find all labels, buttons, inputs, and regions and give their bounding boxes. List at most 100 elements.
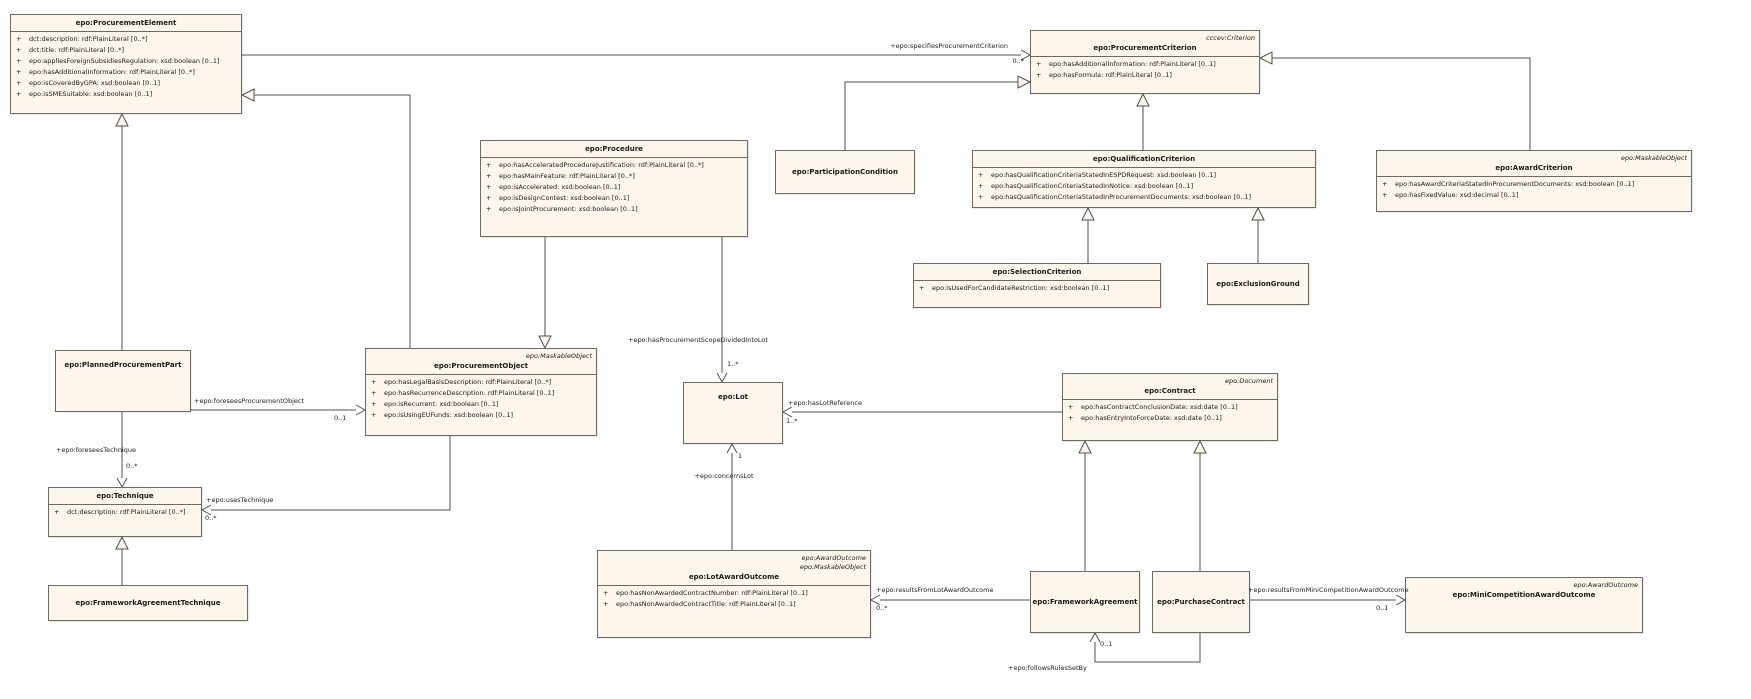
generalization-triangle-icon: [1193, 439, 1207, 454]
class-title: epo:FrameworkAgreement: [1032, 597, 1138, 606]
association-arrow-icon: [716, 372, 728, 384]
class-title: epo:FrameworkAgreementTechnique: [75, 598, 221, 607]
edge-label-foreseesTechnique: +epo:foreseesTechnique: [56, 446, 137, 454]
class-procurement-object[interactable]: epo:MaskableObject epo:ProcurementObject…: [365, 348, 597, 436]
association-arrow-icon: [200, 504, 212, 516]
generalization-line-procurementObject: [254, 94, 411, 348]
class-award-criterion[interactable]: epo:MaskableObject epo:AwardCriterion +e…: [1376, 150, 1692, 212]
class-technique[interactable]: epo:Technique +dct:description: rdf:Plai…: [48, 487, 202, 537]
class-stereotype: epo:AwardOutcome: [801, 554, 866, 562]
class-title: epo:ProcurementElement: [75, 19, 177, 27]
class-selection-criterion[interactable]: epo:SelectionCriterion +epo:isUsedForCan…: [913, 263, 1161, 308]
class-attribute: +epo:hasAcceleratedProcedureJustificatio…: [486, 161, 704, 169]
class-attribute: +epo:isUsingEUFunds: xsd:boolean [0..1]: [371, 411, 514, 419]
class-stereotype: epo:MaskableObject: [799, 563, 866, 571]
class-procedure[interactable]: epo:Procedure +epo:hasAcceleratedProcedu…: [480, 140, 748, 237]
class-attribute: +epo:isSMESuitable: xsd:boolean [0..1]: [16, 90, 153, 98]
association-arrow-icon: [116, 477, 128, 489]
edge-label-followsRulesSetBy: +epo:followsRulesSetBy: [1008, 664, 1087, 672]
class-stereotype: epo:MaskableObject: [1620, 154, 1687, 162]
class-title: epo:PurchaseContract: [1157, 597, 1245, 606]
association-arrow-icon: [781, 406, 793, 418]
association-arrow-icon: [1089, 631, 1101, 643]
multiplicity-label: 0..*: [126, 462, 138, 470]
class-lot[interactable]: epo:Lot: [683, 382, 783, 444]
multiplicity-label: 0..1: [1376, 604, 1389, 612]
class-title: epo:QualificationCriterion: [1092, 155, 1196, 163]
edge-label-concernsLot: +epo:concernsLot: [694, 472, 754, 480]
class-stereotype: epo:Document: [1225, 377, 1273, 385]
generalization-triangle-icon: [1081, 206, 1095, 221]
class-title: epo:AwardCriterion: [1495, 164, 1573, 172]
class-mini-competition-award-outcome[interactable]: epo:AwardOutcome epo:MiniCompetitionAwar…: [1405, 577, 1643, 633]
class-attribute: +epo:isJointProcurement: xsd:boolean [0.…: [486, 205, 638, 213]
class-attribute: +epo:isAccelerated: xsd:boolean [0..1]: [486, 183, 621, 191]
association-arrow-icon: [726, 442, 738, 454]
class-title: epo:ExclusionGround: [1216, 279, 1300, 288]
generalization-triangle-icon: [1017, 75, 1032, 89]
class-title: epo:PlannedProcurementPart: [64, 361, 182, 369]
class-attribute: +epo:isCoveredByGPA: xsd:boolean [0..1]: [16, 79, 161, 87]
class-attribute: +epo:hasAdditionalInformation: rdf:Plain…: [1036, 60, 1216, 68]
class-attribute: +dct:title: rdf:PlainLiteral [0..*]: [16, 46, 125, 54]
association-line-usesTechnique: [211, 436, 451, 511]
multiplicity-label: 0..*: [205, 514, 217, 522]
multiplicity-label: 1..*: [727, 360, 739, 368]
class-title: epo:Contract: [1144, 387, 1196, 395]
edge-label-usesTechnique: +epo:usesTechnique: [206, 496, 274, 504]
class-attribute: +epo:hasNonAwardedContractTitle: rdf:Pla…: [603, 600, 796, 608]
class-planned-procurement-part[interactable]: epo:PlannedProcurementPart: [55, 350, 191, 412]
class-attribute: +epo:hasQualificationCriteriaStatedInPro…: [978, 193, 1252, 201]
class-exclusion-ground[interactable]: epo:ExclusionGround: [1207, 263, 1309, 305]
class-attribute: +dct:description: rdf:PlainLiteral [0..*…: [16, 35, 148, 43]
class-attribute: +epo:appliesForeignSubsidiesRegulation: …: [16, 57, 220, 65]
class-contract[interactable]: epo:Document epo:Contract +epo:hasContra…: [1062, 373, 1278, 441]
edge-label-hasLotReference: +epo:hasLotReference: [788, 399, 862, 407]
class-procurement-criterion[interactable]: cccev:Criterion epo:ProcurementCriterion…: [1030, 30, 1260, 94]
association-arrow-icon: [1395, 594, 1407, 606]
class-attribute: +epo:isDesignContest: xsd:boolean [0..1]: [486, 194, 630, 202]
edge-label-foreseesProcurementObject: +epo:foreseesProcurementObject: [194, 397, 305, 405]
class-qualification-criterion[interactable]: epo:QualificationCriterion +epo:hasQuali…: [972, 150, 1316, 208]
generalization-line-awardCriterion: [1272, 57, 1531, 150]
multiplicity-label: 0..*: [1012, 57, 1024, 65]
class-attribute: +epo:hasQualificationCriteriaStatedInESP…: [978, 171, 1217, 179]
association-arrow-icon: [355, 404, 367, 416]
class-participation-condition[interactable]: epo:ParticipationCondition: [775, 150, 915, 194]
class-attribute: +epo:hasAwardCriteriaStatedInProcurement…: [1382, 180, 1635, 188]
class-procurement-element[interactable]: epo:ProcurementElement +dct:description:…: [10, 14, 242, 114]
class-stereotype: epo:AwardOutcome: [1573, 581, 1638, 589]
class-purchase-contract[interactable]: epo:PurchaseContract: [1152, 571, 1250, 633]
edge-label-hasProcurementScopeDividedIntoLot: +epo:hasProcurementScopeDividedIntoLot: [628, 336, 768, 344]
class-title: epo:Technique: [96, 492, 154, 500]
multiplicity-label: 0..1: [1100, 640, 1113, 648]
class-attribute: +epo:isUsedForCandidateRestriction: xsd:…: [919, 284, 1110, 292]
class-framework-agreement-technique[interactable]: epo:FrameworkAgreementTechnique: [48, 585, 248, 621]
class-attribute: +dct:description: rdf:PlainLiteral [0..*…: [54, 508, 186, 516]
class-attribute: +epo:hasEntryIntoForceDate: xsd:date [0.…: [1068, 414, 1222, 422]
generalization-triangle-icon: [1136, 92, 1150, 107]
generalization-triangle-icon: [1251, 206, 1265, 221]
generalization-triangle-icon: [240, 88, 255, 102]
class-title: epo:ParticipationCondition: [792, 167, 898, 176]
class-attribute: +epo:hasContractConclusionDate: xsd:date…: [1068, 403, 1238, 411]
generalization-triangle-icon: [115, 535, 129, 550]
generalization-triangle-icon: [538, 335, 552, 350]
class-framework-agreement[interactable]: epo:FrameworkAgreement: [1030, 571, 1140, 633]
class-title: epo:Procedure: [585, 145, 643, 153]
class-attribute: +epo:hasLegalBasisDescription: rdf:Plain…: [371, 378, 552, 386]
generalization-triangle-icon: [115, 112, 129, 127]
class-attribute: +epo:hasMainFeature: rdf:PlainLiteral [0…: [486, 172, 635, 180]
edge-label-specifiesProcurementCriterion: +epo:specifiesProcurementCriterion: [890, 42, 1008, 50]
multiplicity-label: 1: [738, 452, 743, 460]
class-attribute: +epo:hasAdditionalInformation: rdf:Plain…: [16, 68, 195, 76]
class-title: epo:ProcurementObject: [433, 362, 529, 370]
class-attribute: +epo:hasFixedValue: xsd:decimal [0..1]: [1382, 191, 1519, 199]
class-lot-award-outcome[interactable]: epo:AwardOutcome epo:MaskableObject epo:…: [597, 550, 871, 638]
edge-label-resultsFromLotAwardOutcome: +epo:resultsFromLotAwardOutcome: [876, 586, 994, 594]
class-title: epo:Lot: [718, 393, 748, 401]
generalization-line-participationCondition: [844, 81, 1018, 150]
class-title: epo:MiniCompetitionAwardOutcome: [1452, 591, 1596, 599]
